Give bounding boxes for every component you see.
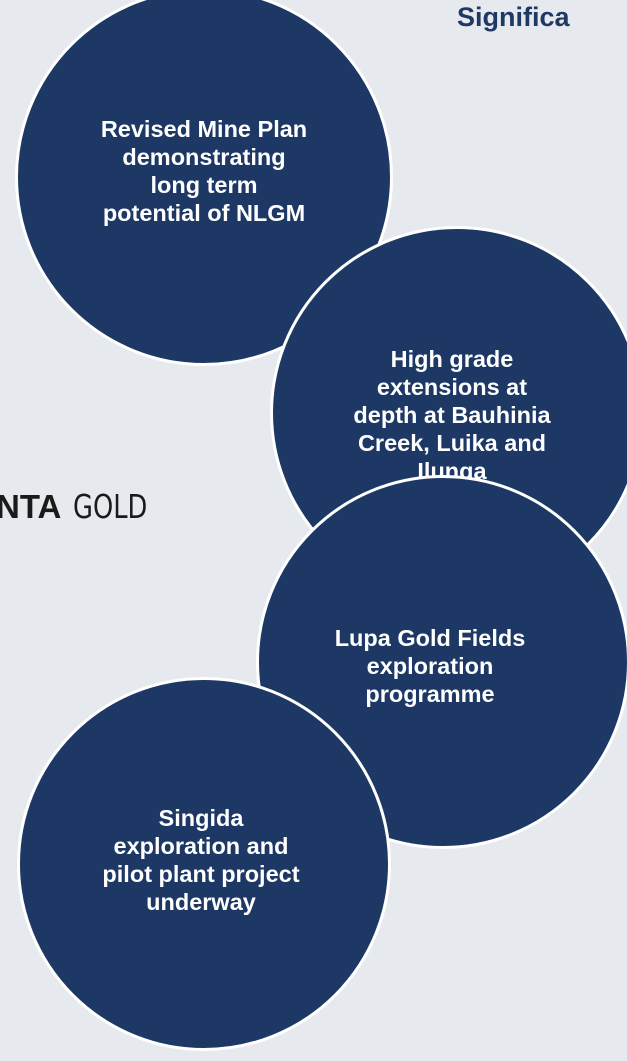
circle-text: Lupa Gold Fields exploration programme — [334, 625, 526, 707]
circle-text: High grade extensions at depth at Bauhin… — [353, 346, 551, 484]
logo-light-text: GOLD — [72, 487, 147, 526]
slide-title: Significa — [457, 2, 570, 32]
company-logo: NTA GOLD — [0, 487, 168, 527]
highlight-circle-singida: Singida exploration and pilot plant proj… — [17, 677, 391, 1051]
logo-bold-text: NTA — [0, 488, 62, 525]
circle-text: Singida exploration and pilot plant proj… — [102, 805, 300, 915]
circle-text: Revised Mine Plan demonstrating long ter… — [100, 116, 308, 226]
highlight-circle-mine-plan: Revised Mine Plan demonstrating long ter… — [15, 0, 393, 366]
